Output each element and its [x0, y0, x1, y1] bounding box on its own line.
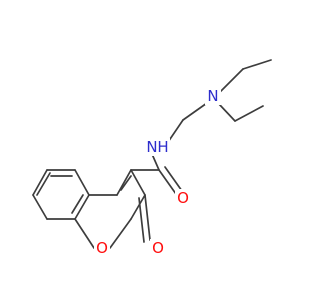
atom-label-layer: N N H O O O	[94, 87, 221, 257]
bond-c8a-o1	[74, 218, 95, 249]
bond-lactone-carbonyl-inner	[138, 197, 145, 243]
bond-c4-c3	[116, 169, 132, 196]
bond-amide-carbonyl-inner	[164, 166, 183, 192]
bond-lactone-carbonyl	[144, 194, 151, 241]
molecule-structure: N N H O O O	[32, 59, 272, 257]
bond-amide-carbonyl	[158, 169, 177, 195]
bond-benzene-fusion-top	[74, 169, 90, 196]
amide-nitrogen-label: N	[146, 138, 157, 156]
bond-c4-c3-inner	[120, 175, 132, 191]
amide-oxygen-label: O	[177, 189, 189, 207]
bond-c3-c2	[130, 169, 146, 196]
ring-oxygen-label: O	[96, 239, 108, 257]
bond-benzene-left-inner	[36, 172, 51, 196]
amide-hydrogen-label: H	[157, 138, 168, 156]
bond-benzene-fusion	[74, 194, 90, 220]
bond-o1-c2	[109, 218, 132, 249]
bond-amide-carbon-nitrogen	[151, 153, 160, 171]
bond-benzene-fusion-inner	[71, 194, 84, 214]
bond-ethyl1-ch3	[242, 59, 272, 70]
bond-c2-o1	[130, 194, 146, 220]
bond-n-ethyl1-ch2	[219, 68, 244, 93]
bond-benzene-upper-left	[32, 169, 48, 196]
bond-layer	[32, 59, 272, 249]
bond-benzene-lower-left	[32, 194, 48, 220]
bond-ethyl2-ch3	[234, 105, 264, 122]
lactone-oxygen-label: O	[152, 239, 164, 257]
bond-ch2-ch2	[182, 102, 208, 121]
bond-n-ethyl2-ch2	[218, 103, 236, 122]
amine-nitrogen-label: N	[207, 87, 218, 105]
